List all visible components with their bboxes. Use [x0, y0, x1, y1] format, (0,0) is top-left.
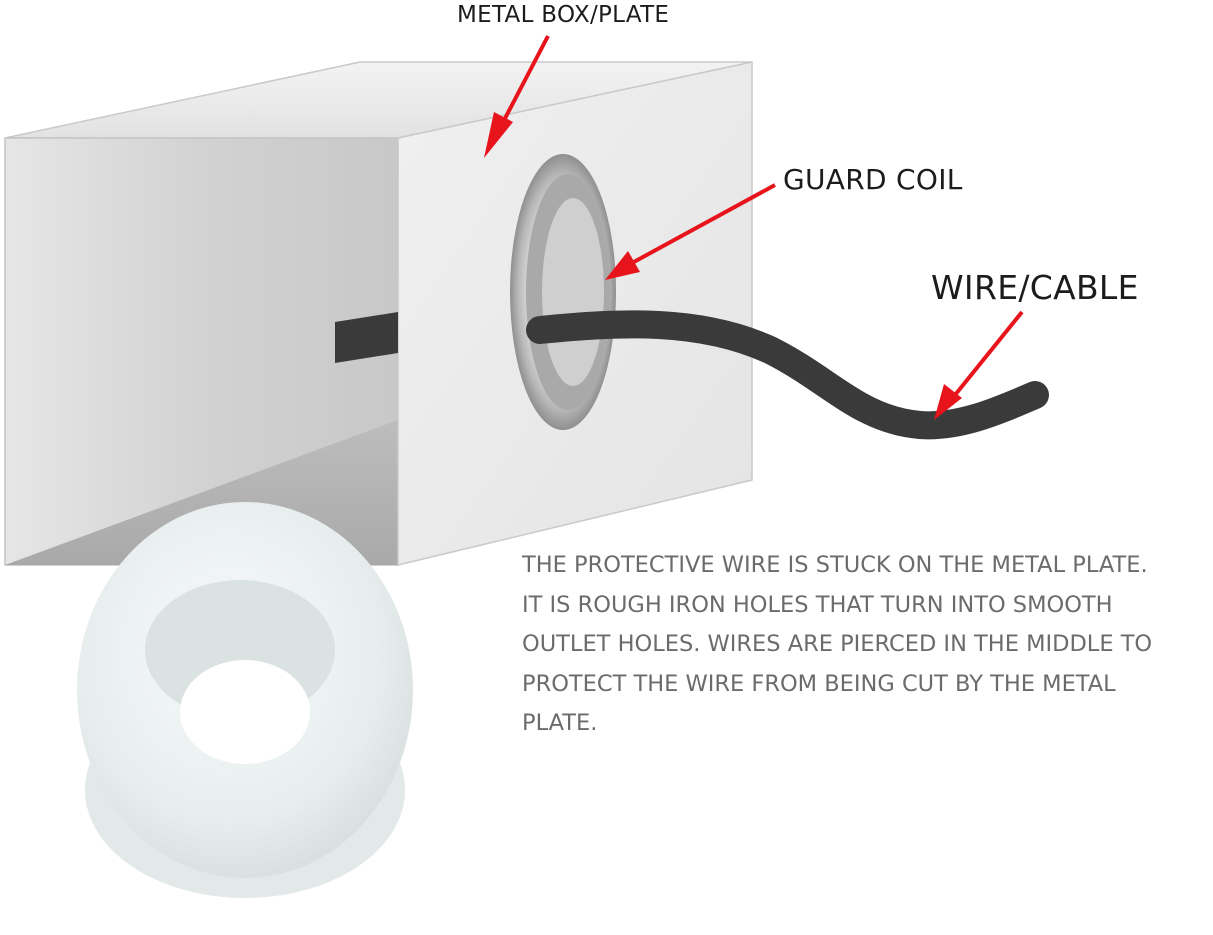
metal-box-label: METAL BOX/PLATE	[457, 2, 670, 28]
description-line: PROTECT THE WIRE FROM BEING CUT BY THE M…	[522, 670, 1116, 697]
arrow-coil-shaft	[631, 183, 776, 265]
arrow-wire-head	[934, 384, 962, 420]
description-line: OUTLET HOLES. WIRES ARE PIERCED IN THE M…	[522, 631, 1153, 657]
description-line: THE PROTECTIVE WIRE IS STUCK ON THE META…	[522, 552, 1148, 578]
grommet-hole	[180, 660, 310, 764]
guard-coil	[510, 154, 616, 430]
arrow-coil-head	[605, 251, 640, 280]
pointer-arrows	[484, 35, 1024, 420]
description-line: IT IS ROUGH IRON HOLES THAT TURN INTO SM…	[522, 591, 1113, 618]
white-grommet	[77, 502, 413, 898]
wire-cable	[526, 310, 1049, 440]
box-side-slot	[335, 312, 398, 363]
guard-coil-label: GUARD COIL	[783, 163, 963, 196]
description-text: THE PROTECTIVE WIRE IS STUCK ON THE META…	[522, 546, 1212, 744]
description-line: PLATE.	[522, 710, 598, 736]
guard-coil-hole	[542, 198, 604, 386]
arrow-wire-shaft	[953, 310, 1024, 397]
arrow-box-head	[484, 112, 513, 158]
arrow-box-shaft	[498, 35, 550, 129]
wire-cable-label: WIRE/CABLE	[931, 268, 1139, 307]
